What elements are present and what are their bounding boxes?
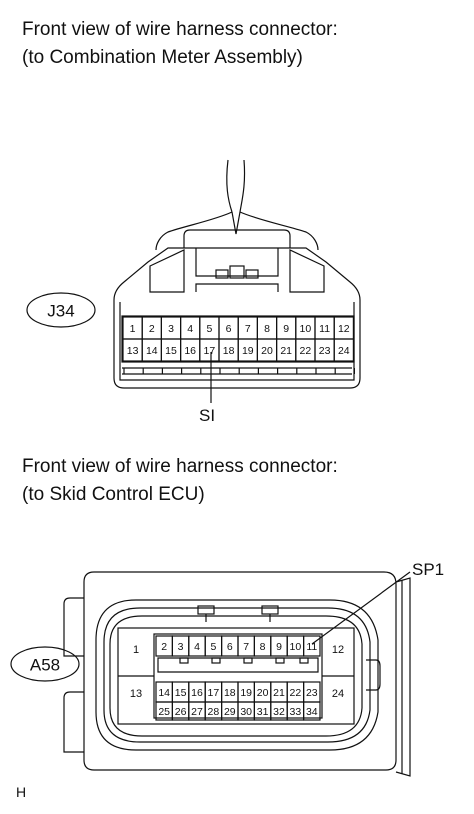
a58-pin-16: 16 — [191, 687, 203, 699]
j34-pin-10: 10 — [300, 323, 312, 335]
j34-pin-20: 20 — [261, 345, 273, 357]
j34-pin-cell-24 — [333, 338, 355, 362]
a58-pin-18: 18 — [224, 687, 236, 699]
j34-pin-21: 21 — [280, 345, 292, 357]
j34-pin-1: 1 — [130, 323, 136, 335]
a58-pin-26: 26 — [175, 706, 187, 718]
figure-code: H — [16, 784, 27, 800]
a58-pin-29: 29 — [224, 706, 236, 718]
a58-pin-24: 24 — [332, 688, 344, 700]
j34-pin-16: 16 — [184, 345, 196, 357]
j34-pin-18: 18 — [223, 345, 235, 357]
a58-pin-4: 4 — [194, 641, 200, 653]
j34-pin-7: 7 — [245, 323, 251, 335]
a58-pin-11: 11 — [306, 641, 317, 653]
j34-pin-19: 19 — [242, 345, 254, 357]
j34-pin-13: 13 — [127, 345, 139, 357]
j34-pin-6: 6 — [226, 323, 232, 335]
a58-pin-6: 6 — [227, 641, 233, 653]
a58-key-notch — [179, 657, 189, 664]
a58-pin-31: 31 — [257, 706, 269, 718]
a58-pin-22: 22 — [290, 687, 302, 699]
a58-pin-21: 21 — [273, 687, 285, 699]
a58-label-oval — [10, 646, 80, 682]
a58-pin-20: 20 — [257, 687, 269, 699]
a58-pin-23: 23 — [306, 687, 318, 699]
a58-pin-8: 8 — [260, 641, 266, 653]
a58-key-notch — [299, 657, 309, 664]
caption-bottom-line1: Front view of wire harness connector: — [22, 456, 338, 477]
a58-pin-14: 14 — [158, 687, 170, 699]
a58-pin-25: 25 — [158, 706, 170, 718]
j34-pin-9: 9 — [283, 323, 289, 335]
a58-pin-17: 17 — [208, 687, 220, 699]
a58-pin-10: 10 — [290, 641, 302, 653]
j34-pin-11: 11 — [319, 323, 330, 335]
a58-pin-34: 34 — [306, 706, 318, 718]
a58-label: A58 — [30, 656, 60, 675]
j34-pin-15: 15 — [165, 345, 177, 357]
a58-pin-32: 32 — [273, 706, 285, 718]
j34-pin-8: 8 — [264, 323, 270, 335]
caption-bottom-line2: (to Skid Control ECU) — [22, 484, 205, 505]
j34-pin-23: 23 — [319, 345, 331, 357]
j34-pin-4: 4 — [187, 323, 193, 335]
j34-pin-3: 3 — [168, 323, 174, 335]
j34-pin-14: 14 — [146, 345, 158, 357]
j34-pin-5: 5 — [206, 323, 212, 335]
caption-top-line1: Front view of wire harness connector: — [22, 19, 338, 40]
j34-pin-12: 12 — [338, 323, 350, 335]
j34-signal-label: SI — [199, 406, 215, 425]
a58-pin-7: 7 — [243, 641, 249, 653]
j34-pin-2: 2 — [149, 323, 155, 335]
a58-pin-9: 9 — [276, 641, 282, 653]
j34-pin-24: 24 — [338, 345, 350, 357]
j34-label-oval — [26, 292, 96, 328]
a58-pin-cell-11 — [303, 635, 321, 657]
a58-pin-30: 30 — [240, 706, 252, 718]
caption-top-line2: (to Combination Meter Assembly) — [22, 47, 303, 68]
a58-pin-28: 28 — [208, 706, 220, 718]
a58-pin-cell-34 — [303, 701, 321, 721]
a58-pin-15: 15 — [175, 687, 187, 699]
a58-pin-27: 27 — [191, 706, 203, 718]
j34-label: J34 — [47, 302, 74, 321]
a58-pin-2: 2 — [161, 641, 167, 653]
j34-pin-22: 22 — [300, 345, 312, 357]
j34-pin-17: 17 — [204, 345, 216, 357]
a58-pin-3: 3 — [178, 641, 184, 653]
a58-pin-13: 13 — [130, 688, 142, 700]
a58-key-notch — [275, 657, 285, 664]
a58-pin-5: 5 — [210, 641, 216, 653]
a58-pin-19: 19 — [240, 687, 252, 699]
a58-key-notch — [243, 657, 253, 664]
a58-pin-1: 1 — [133, 644, 139, 656]
a58-key-notch — [211, 657, 221, 664]
a58-pin-12: 12 — [332, 644, 344, 656]
a58-pin-33: 33 — [290, 706, 302, 718]
a58-signal-label: SP1 — [412, 560, 444, 579]
